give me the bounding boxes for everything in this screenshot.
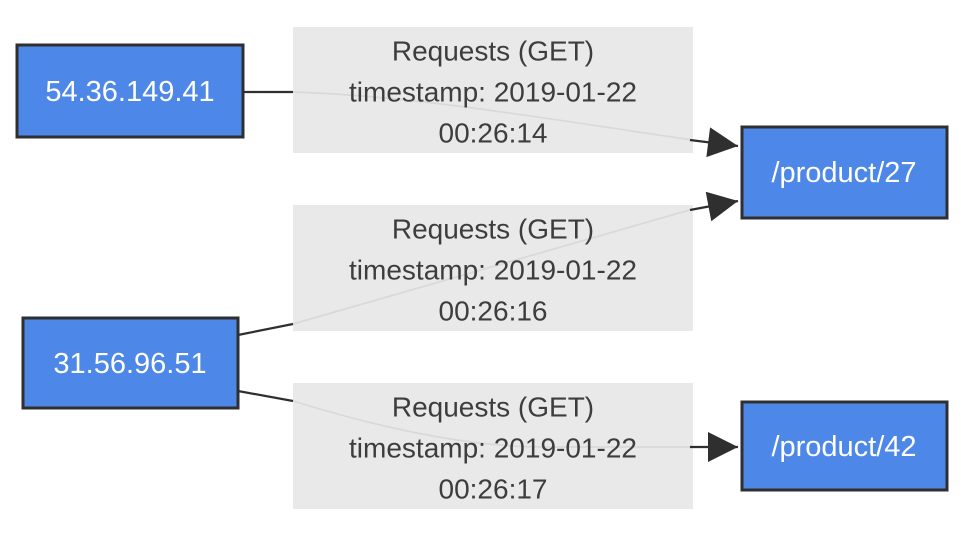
edge-label-title: Requests (GET) (392, 36, 594, 67)
node-ip-54-36-149-41: 54.36.149.41 (15, 43, 245, 139)
edge-label-box-2 (293, 205, 693, 331)
edge-label-time: 00:26:17 (439, 474, 548, 505)
node-label: 54.36.149.41 (45, 76, 214, 108)
edge-line-2-source (237, 322, 294, 337)
node-ip-31-56-96-51: 31.56.96.51 (21, 316, 240, 410)
edge-label-3: Requests (GET) timestamp: 2019-01-22 00:… (349, 392, 637, 505)
edge-label-box-1 (293, 27, 693, 153)
node-product-27: /product/27 (740, 125, 949, 220)
edge-label-box-3 (293, 383, 693, 509)
edge-label-title: Requests (GET) (392, 392, 594, 423)
edge-label-timestamp: timestamp: 2019-01-22 (349, 433, 637, 464)
node-box (15, 43, 245, 139)
edge-label-timestamp: timestamp: 2019-01-22 (349, 255, 637, 286)
node-box (740, 400, 949, 492)
node-label: /product/27 (771, 157, 916, 189)
edge-label-title: Requests (GET) (392, 214, 594, 245)
node-label: 31.56.96.51 (53, 348, 206, 380)
edge-line-light-2 (292, 208, 694, 325)
edge-label-2: Requests (GET) timestamp: 2019-01-22 00:… (349, 214, 637, 327)
node-label: /product/42 (771, 431, 916, 463)
edge-label-1: Requests (GET) timestamp: 2019-01-22 00:… (349, 36, 637, 149)
node-product-42: /product/42 (740, 400, 949, 492)
edge-line-light-3 (292, 400, 693, 448)
edge-label-timestamp: timestamp: 2019-01-22 (349, 77, 637, 108)
node-box (21, 316, 240, 410)
edge-line-light-1 (292, 91, 694, 141)
edge-label-time: 00:26:14 (439, 118, 548, 149)
edge-line-2-target (689, 191, 739, 222)
edge-line-1-target (689, 127, 739, 158)
node-box (740, 125, 949, 220)
edge-label-time: 00:26:16 (439, 296, 548, 327)
edge-line-3-source (237, 389, 294, 403)
